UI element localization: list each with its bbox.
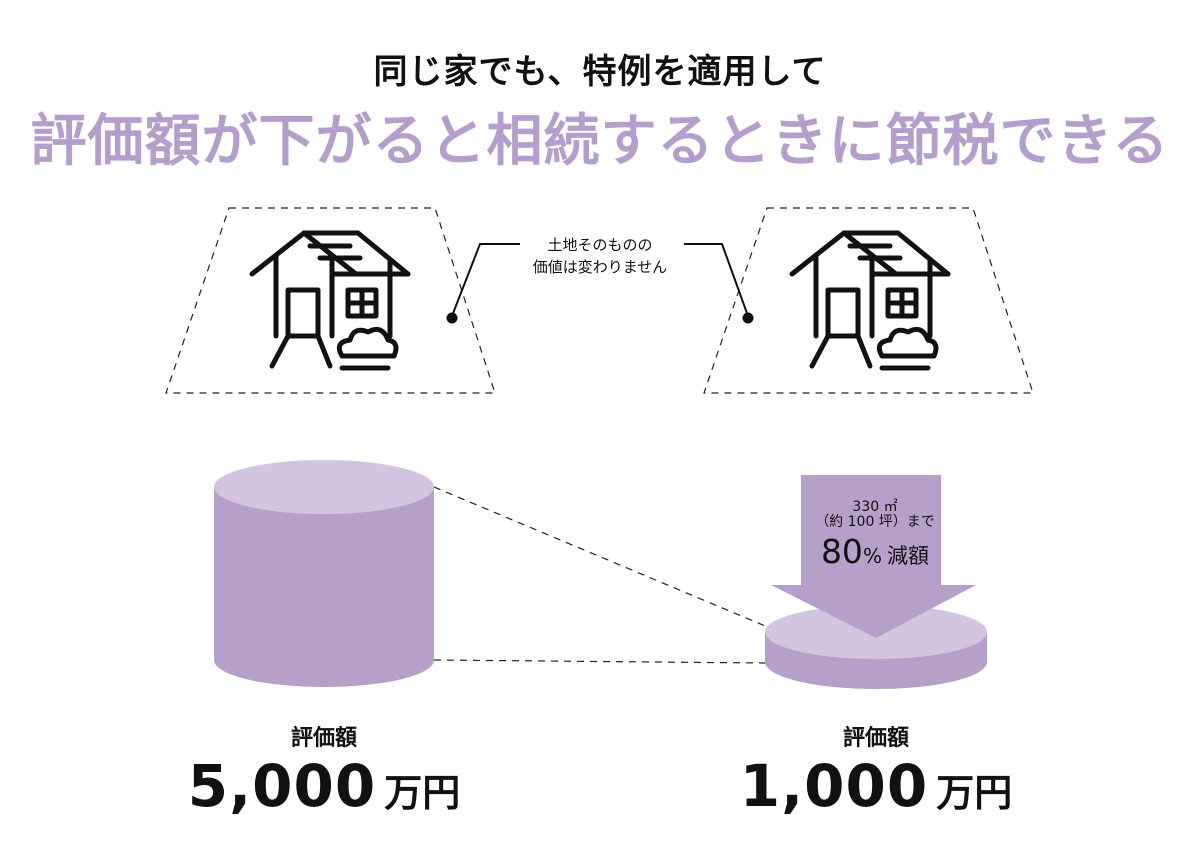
cylinder-left xyxy=(214,460,434,687)
note-connector-left xyxy=(446,243,520,324)
right-valuation-label: 評価額 xyxy=(842,726,909,751)
note-text: 土地そのものの 価値は変わりません xyxy=(505,234,695,278)
reduction-label: 減額 xyxy=(887,544,930,568)
projection-line-top xyxy=(433,486,771,629)
reduction-text: 330 ㎡ （約 100 坪）まで 80% 減額 xyxy=(790,499,960,572)
note-line-2: 価値は変わりません xyxy=(532,258,668,276)
right-valuation-unit: 万円 xyxy=(936,771,1013,815)
reduction-area: 330 ㎡ xyxy=(852,499,898,515)
house-icon-right xyxy=(789,230,951,371)
reduction-percent-unit: % xyxy=(862,544,882,568)
land-plot-left xyxy=(165,207,496,394)
land-plot-right xyxy=(703,207,1034,394)
reduction-arrow xyxy=(771,475,976,638)
left-valuation-unit: 万円 xyxy=(384,771,461,815)
note-line-1: 土地そのものの xyxy=(547,236,653,254)
projection-line-bottom xyxy=(433,659,766,664)
reduction-percent: 80 xyxy=(820,532,863,571)
house-icon-left xyxy=(249,230,411,371)
title-line-2: 評価額が下がると相続するときに節税できる xyxy=(30,109,1170,174)
note-connector-right xyxy=(684,243,754,324)
reduction-percent-row: 80% 減額 xyxy=(790,532,960,571)
left-valuation-number: 5,000 xyxy=(187,752,377,820)
title-line-1: 同じ家でも、特例を適用して xyxy=(373,52,827,92)
left-valuation-label: 評価額 xyxy=(290,726,357,751)
right-valuation-number: 1,000 xyxy=(739,752,929,820)
reduction-area-sub: （約 100 坪）まで xyxy=(815,514,935,530)
